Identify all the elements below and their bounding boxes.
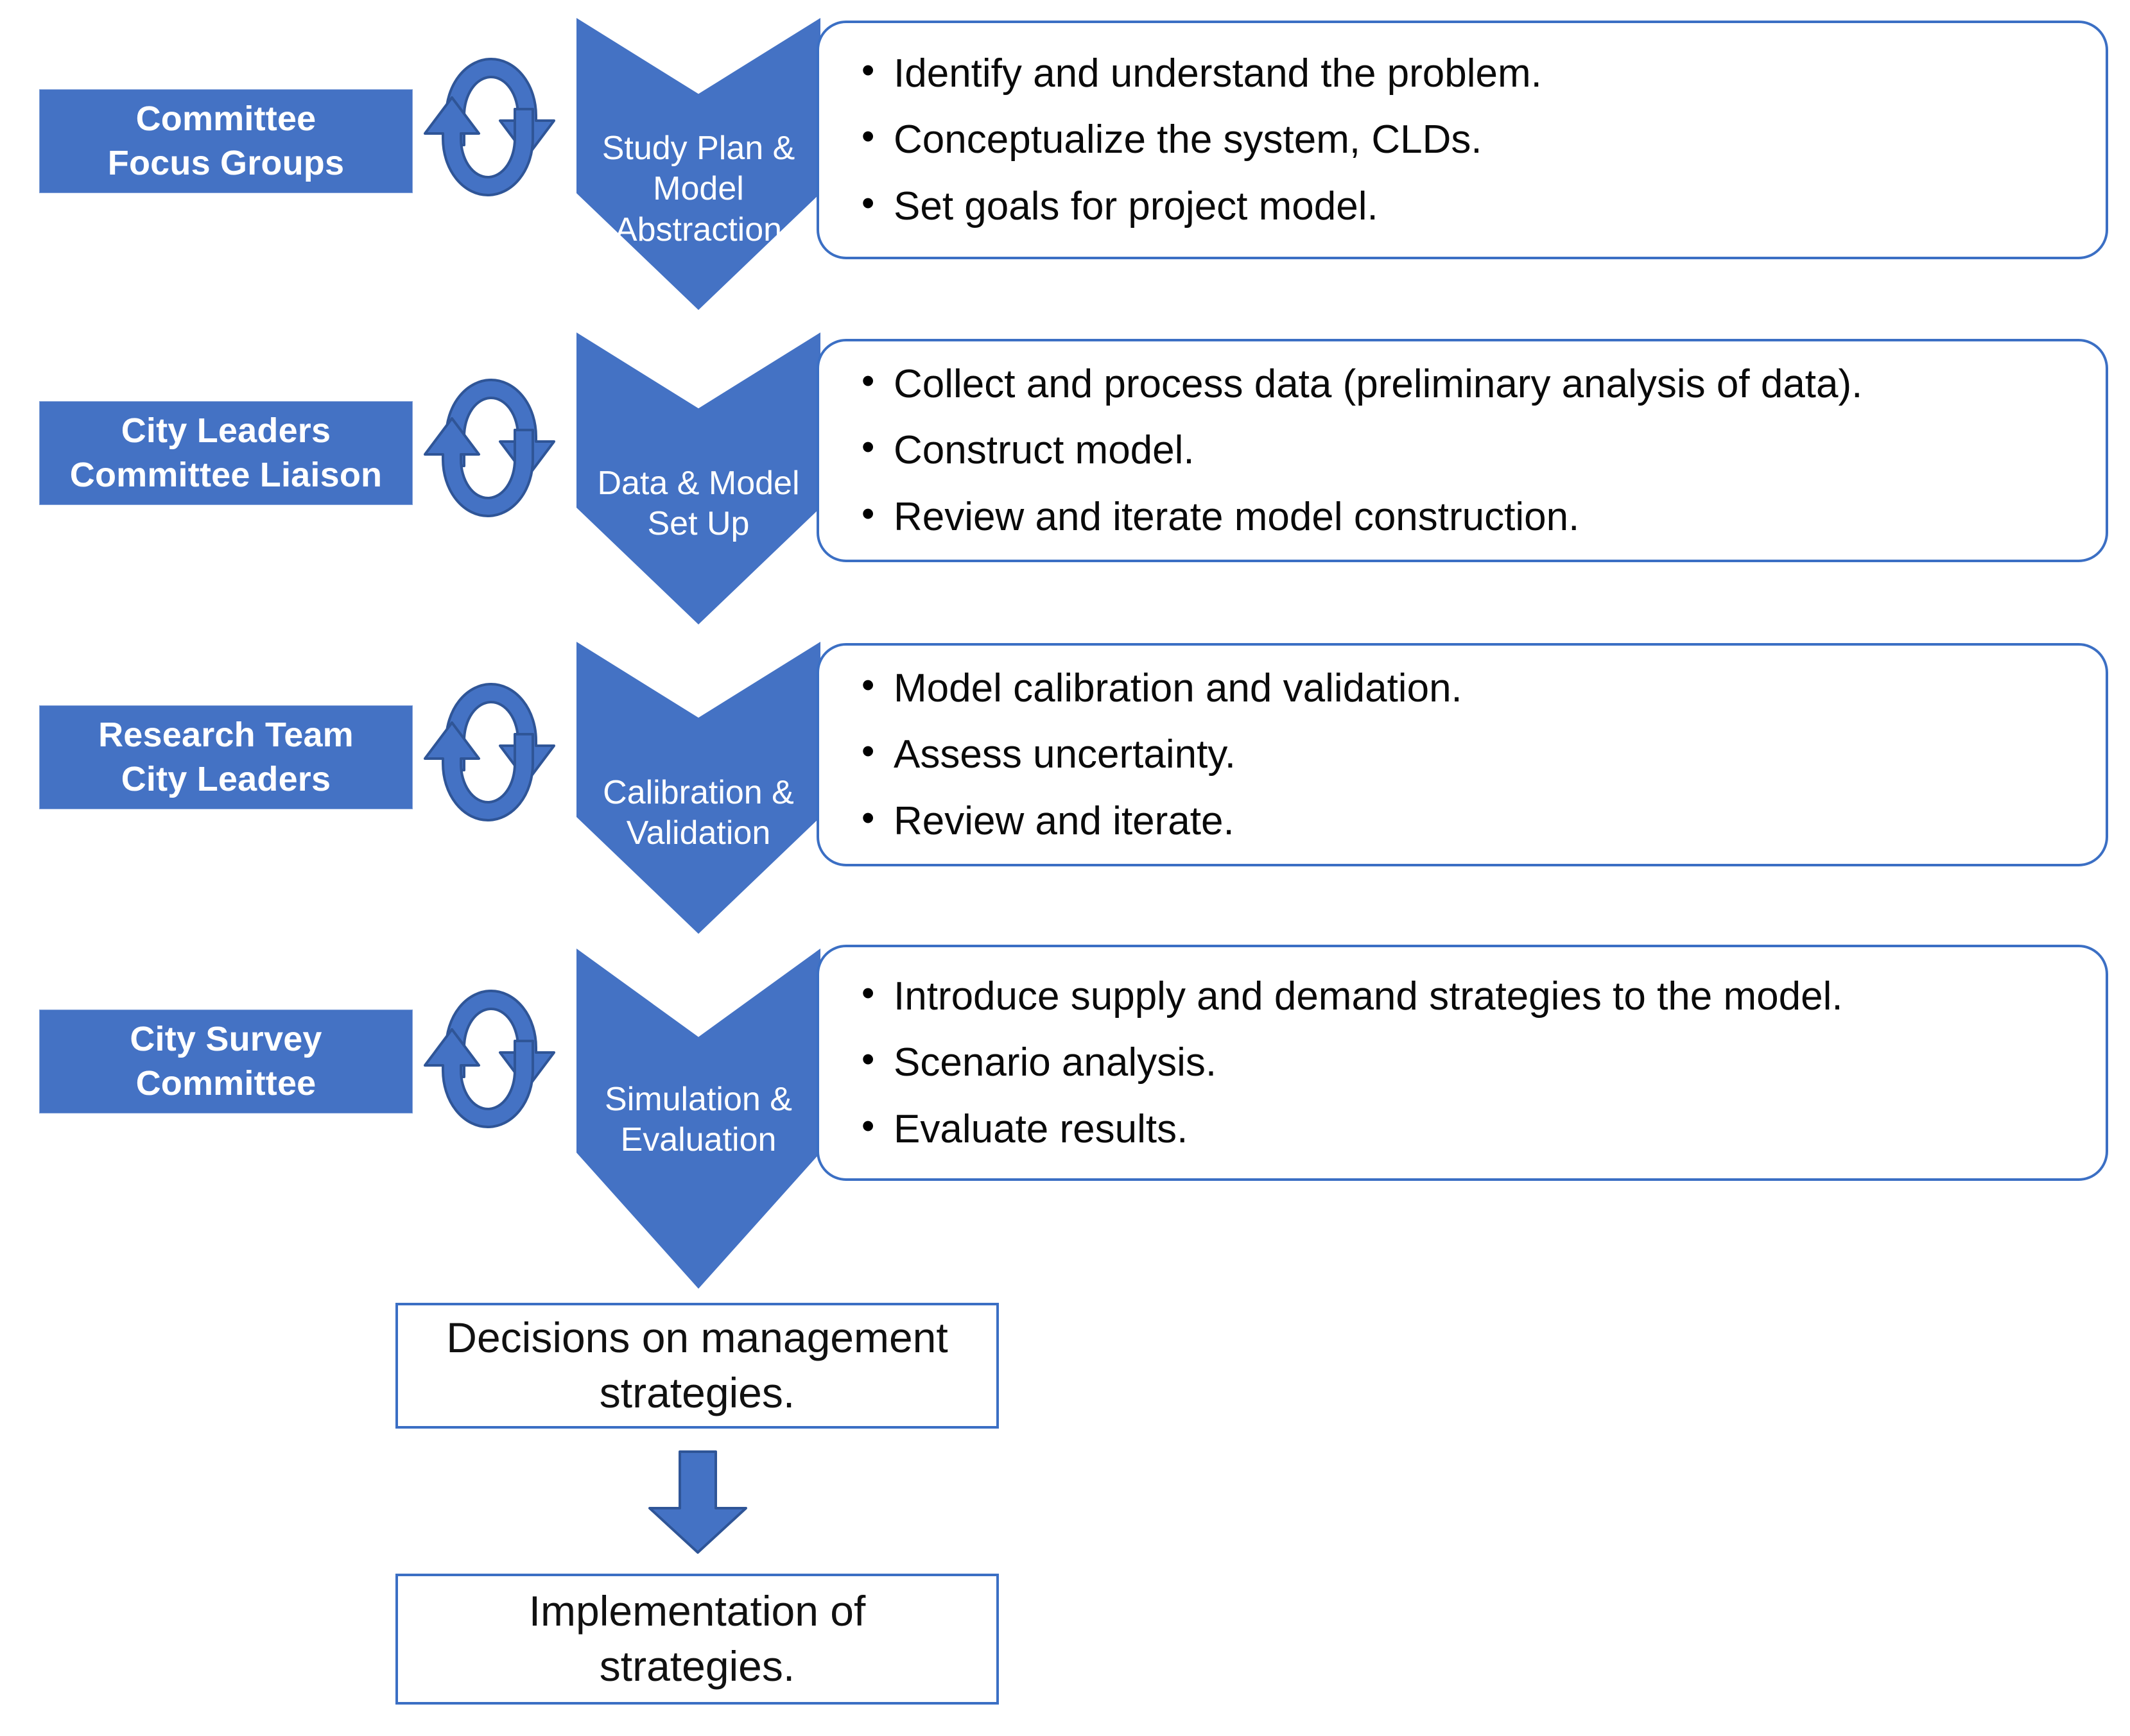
bullet-item: Assess uncertainty. <box>860 731 2106 777</box>
stakeholder-box-4: City Survey Committee <box>40 1010 412 1113</box>
stakeholder-box-3-line1: Research Team <box>98 715 354 754</box>
stakeholder-box-1: Committee Focus Groups <box>40 90 412 193</box>
decisions-box-text: Decisions on management strategies. <box>429 1311 964 1421</box>
bullet-panel-4: Introduce supply and demand strategies t… <box>817 945 2108 1181</box>
bullet-item: Evaluate results. <box>860 1106 2106 1151</box>
decisions-box: Decisions on management strategies. <box>395 1303 999 1429</box>
bullet-panel-3: Model calibration and validation. Assess… <box>817 643 2108 866</box>
stakeholder-box-3: Research Team City Leaders <box>40 706 412 809</box>
decisions-box-line2: strategies. <box>599 1369 795 1416</box>
stakeholder-box-2-line1: City Leaders <box>121 411 331 450</box>
bullet-item: Set goals for project model. <box>860 183 2106 228</box>
bullet-item: Review and iterate model construction. <box>860 494 2106 539</box>
stakeholder-box-3-line2: City Leaders <box>121 760 331 798</box>
cycle-arrows-icon-4 <box>420 963 558 1155</box>
implementation-box-text: Implementation of strategies. <box>512 1584 883 1694</box>
bullet-item: Identify and understand the problem. <box>860 50 2106 96</box>
bullet-item: Model calibration and validation. <box>860 665 2106 710</box>
stage-chevron-2 <box>576 332 820 624</box>
stakeholder-box-4-line1: City Survey <box>130 1019 322 1058</box>
bullet-item: Construct model. <box>860 427 2106 472</box>
decisions-box-line1: Decisions on management <box>446 1314 948 1362</box>
bullet-item: Collect and process data (preliminary an… <box>860 361 2106 406</box>
stakeholder-box-1-line2: Focus Groups <box>107 144 345 182</box>
stage-chevron-3 <box>576 642 820 934</box>
stage-chevron-4 <box>576 949 820 1289</box>
stage-chevron-1 <box>576 18 820 310</box>
bullet-item: Review and iterate. <box>860 798 2106 843</box>
bullet-item: Conceptualize the system, CLDs. <box>860 116 2106 162</box>
implementation-box-line1: Implementation of <box>528 1587 866 1635</box>
cycle-arrows-icon-1 <box>420 31 558 223</box>
down-arrow-icon <box>643 1449 752 1555</box>
stakeholder-box-4-line2: Committee <box>135 1064 316 1103</box>
implementation-box: Implementation of strategies. <box>395 1574 999 1705</box>
cycle-arrows-icon-2 <box>420 352 558 544</box>
bullet-panel-1: Identify and understand the problem. Con… <box>817 21 2108 259</box>
bullet-panel-2: Collect and process data (preliminary an… <box>817 339 2108 562</box>
bullet-item: Introduce supply and demand strategies t… <box>860 973 2106 1018</box>
implementation-box-line2: strategies. <box>599 1642 795 1690</box>
bullet-item: Scenario analysis. <box>860 1039 2106 1085</box>
cycle-arrows-icon-3 <box>420 656 558 848</box>
stakeholder-box-2-line2: Committee Liaison <box>69 456 383 494</box>
stakeholder-box-1-line1: Committee <box>135 99 316 138</box>
stakeholder-box-2: City Leaders Committee Liaison <box>40 402 412 504</box>
